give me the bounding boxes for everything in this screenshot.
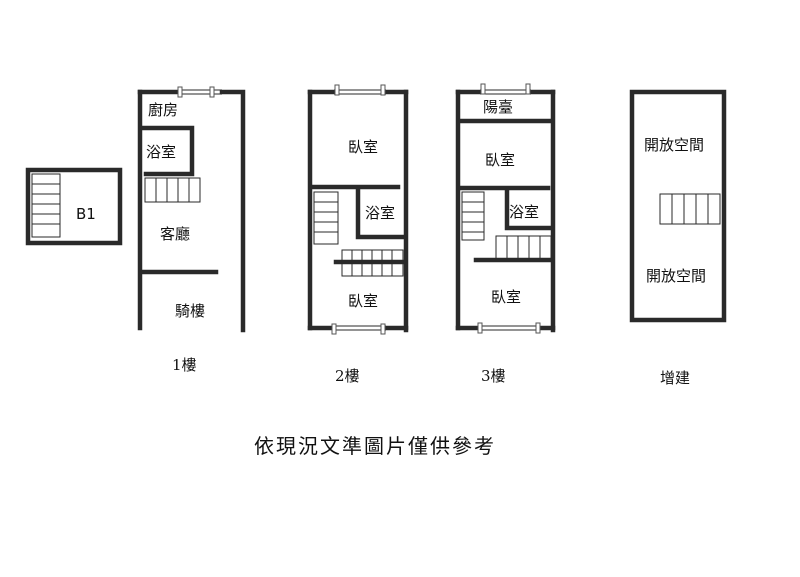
floor1-walls (137, 89, 246, 333)
floor1-stairs (144, 177, 201, 203)
addition-plan: 開放空間 開放空間 增建 (629, 89, 727, 387)
floor3-stairs-horizontal (495, 235, 552, 261)
floor2-level-label: 2樓 (335, 367, 360, 385)
floor2-stairs-vertical (313, 191, 339, 245)
floor2-bath-label: 浴室 (365, 204, 395, 222)
floor2-windows (331, 84, 386, 335)
floor1-plan: 廚房 浴室 客廳 騎樓 1樓 (137, 86, 246, 374)
b1-label: B1 (76, 205, 96, 223)
floor3-plan: 陽臺 臥室 浴室 臥室 3樓 (455, 83, 556, 385)
floor1-level-label: 1樓 (172, 356, 197, 374)
floor3-level-label: 3樓 (481, 367, 506, 385)
floor1-window (177, 86, 222, 98)
addition-open-space-top-label: 開放空間 (644, 136, 704, 154)
floor2-plan: 臥室 浴室 臥室 2樓 (307, 84, 409, 385)
floor2-stairs-horizontal (341, 249, 404, 277)
b1-plan: B1 (25, 167, 123, 246)
floor2-walls (307, 89, 409, 333)
floor2-bedroom-top-label: 臥室 (348, 138, 378, 156)
b1-stairs (31, 173, 61, 238)
floor3-bath-label: 浴室 (509, 203, 539, 221)
floor1-arcade-label: 騎樓 (175, 302, 205, 320)
floor1-kitchen-label: 廚房 (148, 101, 178, 119)
floor3-balcony-label: 陽臺 (483, 98, 513, 116)
addition-stairs (659, 193, 721, 225)
floor3-bedroom-bottom-label: 臥室 (491, 288, 521, 306)
b1-walls (25, 167, 123, 246)
floor2-bedroom-bottom-label: 臥室 (348, 292, 378, 310)
addition-walls (629, 89, 727, 323)
addition-open-space-bottom-label: 開放空間 (646, 267, 706, 285)
floor3-bedroom-top-label: 臥室 (485, 151, 515, 169)
floor1-bath-label: 浴室 (146, 143, 176, 161)
reference-caption: 依現況文準圖片僅供參考 (254, 434, 496, 458)
floor3-stairs-vertical (461, 191, 485, 241)
addition-level-label: 增建 (660, 369, 690, 387)
floor1-living-label: 客廳 (160, 225, 190, 243)
floor3-windows (477, 83, 541, 334)
